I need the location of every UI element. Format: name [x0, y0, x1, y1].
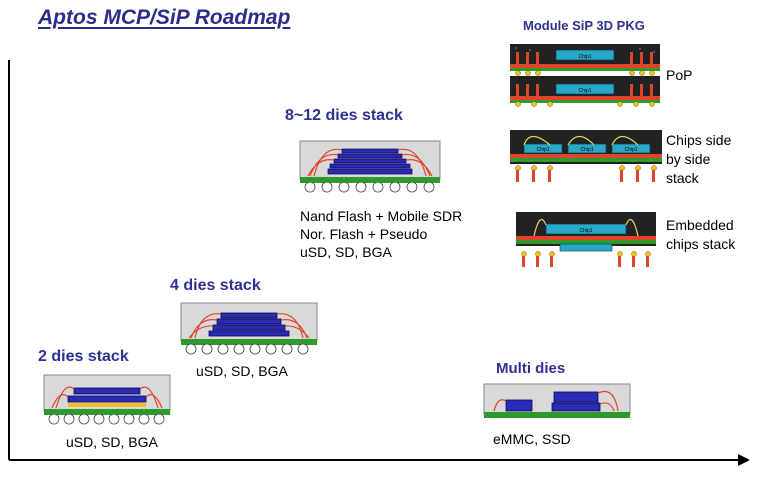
desc-line: Nor. Flash + Pseudo: [300, 226, 428, 242]
desc-line: eMMC, SSD: [493, 431, 571, 447]
desc-line: Nand Flash + Mobile SDR: [300, 208, 463, 224]
package-embedded: Chip1: [516, 212, 656, 267]
stage-label-8-12-dies: 8~12 dies stack: [285, 107, 403, 124]
side-line: stack: [666, 170, 699, 186]
desc-line: uSD, SD, BGA: [196, 363, 288, 379]
stage-label-2-dies: 2 dies stack: [38, 348, 129, 365]
stage-label-multi-dies: Multi dies: [496, 360, 566, 377]
package-8-12-dies: [299, 140, 441, 193]
chip-label: Chip1: [578, 54, 591, 60]
stage-desc-4-dies: uSD, SD, BGA: [196, 362, 288, 380]
package-2-dies: [43, 374, 171, 425]
stage-desc-8-12-dies: Nand Flash + Mobile SDR Nor. Flash + Pse…: [300, 207, 462, 261]
desc-line: uSD, SD, BGA: [300, 244, 392, 260]
side-line: chips stack: [666, 236, 736, 252]
x-axis-arrowhead: [738, 454, 750, 466]
side-line: Embedded: [666, 217, 734, 233]
module-side-by-side-label: Chips side by side stack: [666, 131, 731, 188]
package-4-dies: [180, 302, 318, 355]
chip-label: Chip1: [580, 147, 593, 153]
package-multi-dies: [483, 383, 631, 418]
page-title: Aptos MCP/SiP Roadmap: [38, 6, 291, 29]
stage-desc-2-dies: uSD, SD, BGA: [66, 433, 158, 451]
chip-label: Chip1: [624, 147, 637, 153]
side-line: by side: [666, 151, 711, 167]
module-embedded-label: Embedded chips stack: [666, 216, 735, 254]
module-title: Module SiP 3D PKG: [523, 18, 645, 33]
stage-desc-multi-dies: eMMC, SSD: [493, 430, 571, 448]
chip-label: Chip1: [578, 88, 591, 94]
package-pop: Chip1 Chip1: [510, 44, 660, 107]
stage-label-4-dies: 4 dies stack: [170, 277, 261, 294]
chip-label: Chip1: [536, 147, 549, 153]
chip-label: Chip1: [579, 228, 592, 234]
module-pop-label: PoP: [666, 67, 693, 83]
side-line: Chips side: [666, 132, 732, 148]
desc-line: uSD, SD, BGA: [66, 434, 158, 450]
package-side-by-side: Chip1 Chip1 Chip1: [510, 130, 662, 182]
